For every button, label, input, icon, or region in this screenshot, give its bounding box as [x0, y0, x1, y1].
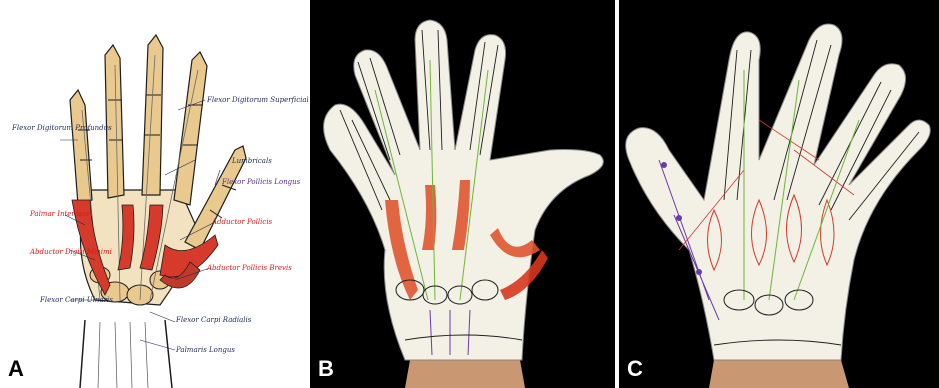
panel-letter-a: A [8, 356, 24, 382]
label-flexor-pollicis-longus: Flexor Pollicis Longus [222, 178, 300, 186]
label-adductor-pollicis: Adductor Pollicis [212, 218, 272, 226]
label-abductor-digiti-minimi: Abductor Digiti Minimi [30, 248, 112, 256]
label-palmaris-longus: Palmaris Longus [176, 346, 235, 354]
label-flexor-digitorum-superficialis: Flexor Digitorum Superficialis [207, 96, 308, 104]
panel-b-glove-palmar: B [310, 0, 615, 388]
label-palmar-interossei: Palmar Interossei [30, 210, 93, 218]
label-flexor-digitorum-profundus: Flexor Digitorum Profundus [12, 124, 112, 132]
label-flexor-carpi-radialis: Flexor Carpi Radialis [176, 316, 251, 324]
glove-palmar-photo [310, 0, 615, 388]
panel-letter-b: B [318, 356, 334, 382]
hand-anatomy-illustration [0, 0, 308, 388]
panel-c-glove-dorsal: C [619, 0, 939, 388]
label-flexor-carpi-ulnaris: Flexor Carpi Ulnaris [40, 296, 113, 304]
panel-a-anatomy-drawing: Flexor Digitorum Profundus Flexor Digito… [0, 0, 308, 388]
glove-dorsal-photo [619, 0, 939, 388]
panel-letter-c: C [627, 356, 643, 382]
label-abductor-pollicis-brevis: Abductor Pollicis Brevis [207, 264, 292, 272]
label-lumbricals: Lumbricals [232, 157, 272, 165]
